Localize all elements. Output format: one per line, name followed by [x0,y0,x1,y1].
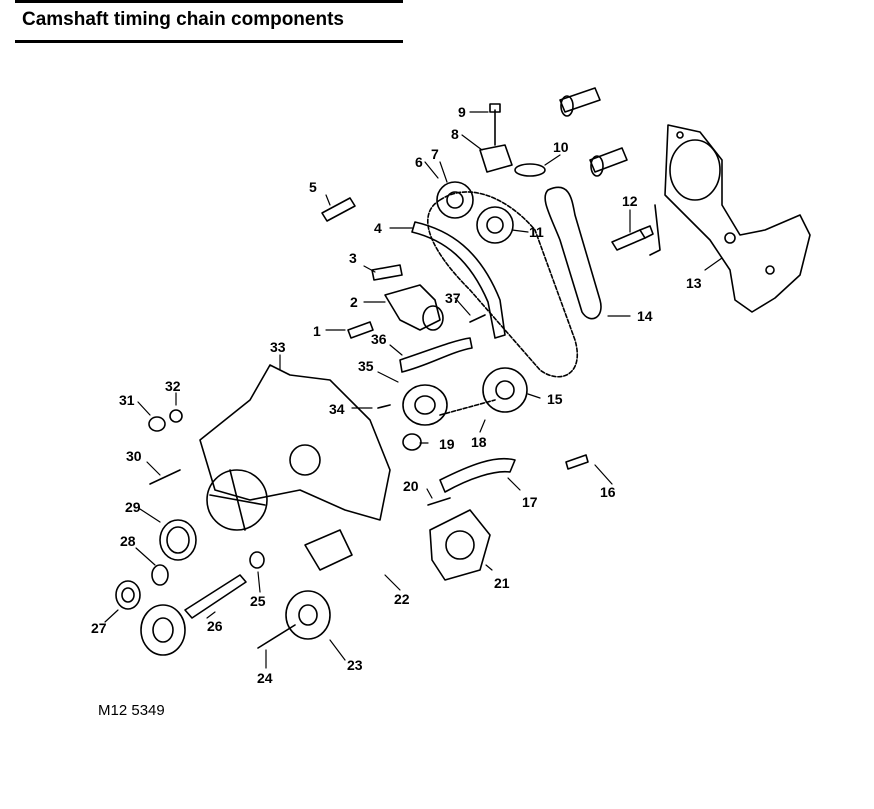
rear-cover-gasket [649,124,811,313]
callout-9: 9 [458,104,466,120]
part-29-seal [159,519,197,561]
part-20-bolt [427,497,451,506]
page-title: Camshaft timing chain components [22,9,344,30]
callout-14: 14 [637,308,653,324]
part-34-pin [377,404,391,409]
part-1-bolt [347,321,374,339]
part-16-bolt [565,454,589,470]
callout-17: 17 [522,494,538,510]
callout-27: 27 [91,620,107,636]
callout-24: 24 [257,670,273,686]
part-21-tensioner [429,509,491,581]
part-12-bolt [611,225,654,251]
camshaft-ends [559,87,628,177]
callout-11: 11 [529,224,544,240]
part-18-chain [439,399,496,416]
part-15-sprocket [482,367,528,413]
part-36-guide [399,337,473,373]
callout-5: 5 [309,179,317,195]
part-25-washer [249,551,265,569]
callout-2: 2 [350,294,358,310]
part-17-arm [439,457,516,493]
chain-tensioner-rail [544,186,602,320]
callout-29: 29 [125,499,141,515]
part-2-tensioner [384,284,444,331]
title-rule-top [15,0,403,3]
callout-18: 18 [471,434,487,450]
callout-36: 36 [371,331,387,347]
part-4-guide [411,221,506,339]
part-31-32 [148,409,183,432]
callout-7: 7 [431,146,439,162]
figure-reference: M12 5349 [98,702,165,719]
part-33-front-cover [199,364,391,531]
part-10-seal [514,163,546,177]
part-30-bolt [149,469,181,485]
part-22-bracket [304,529,353,571]
callout-10: 10 [553,139,569,155]
callout-12: 12 [622,193,638,209]
part-23-pulley [257,590,331,649]
title-rule-bottom [15,40,403,43]
callout-34: 34 [329,401,345,417]
timing-chain [426,191,578,378]
callout-13: 13 [686,275,702,291]
callout-3: 3 [349,250,357,266]
callout-23: 23 [347,657,363,673]
callout-22: 22 [394,591,410,607]
callout-37: 37 [445,290,461,306]
part-35-crank-sprocket [402,384,448,426]
callout-15: 15 [547,391,563,407]
part-37-bolt [469,314,486,323]
callout-31: 31 [119,392,135,408]
callout-19: 19 [439,436,455,452]
callout-4: 4 [374,220,382,236]
part-8-bracket [479,103,513,173]
callout-26: 26 [207,618,223,634]
callout-28: 28 [120,533,136,549]
callout-20: 20 [403,478,419,494]
part-3-bolt [371,264,403,281]
leader-lines [104,111,723,669]
part-5-bolt [321,197,356,222]
callout-25: 25 [250,593,266,609]
callout-30: 30 [126,448,142,464]
part-28-circlip [151,564,169,586]
camshaft-sprockets [436,181,514,244]
callout-21: 21 [494,575,510,591]
callout-35: 35 [358,358,374,374]
callout-8: 8 [451,126,459,142]
callout-16: 16 [600,484,616,500]
callouts: 1 2 3 4 5 6 7 8 9 10 11 12 13 14 15 16 1… [91,104,702,686]
part-19-spacer [402,433,422,451]
part-27-spacer [115,580,141,610]
callout-1: 1 [313,323,321,339]
callout-33: 33 [270,339,286,355]
part-26-arm [140,574,247,656]
callout-32: 32 [165,378,181,394]
callout-6: 6 [415,154,423,170]
